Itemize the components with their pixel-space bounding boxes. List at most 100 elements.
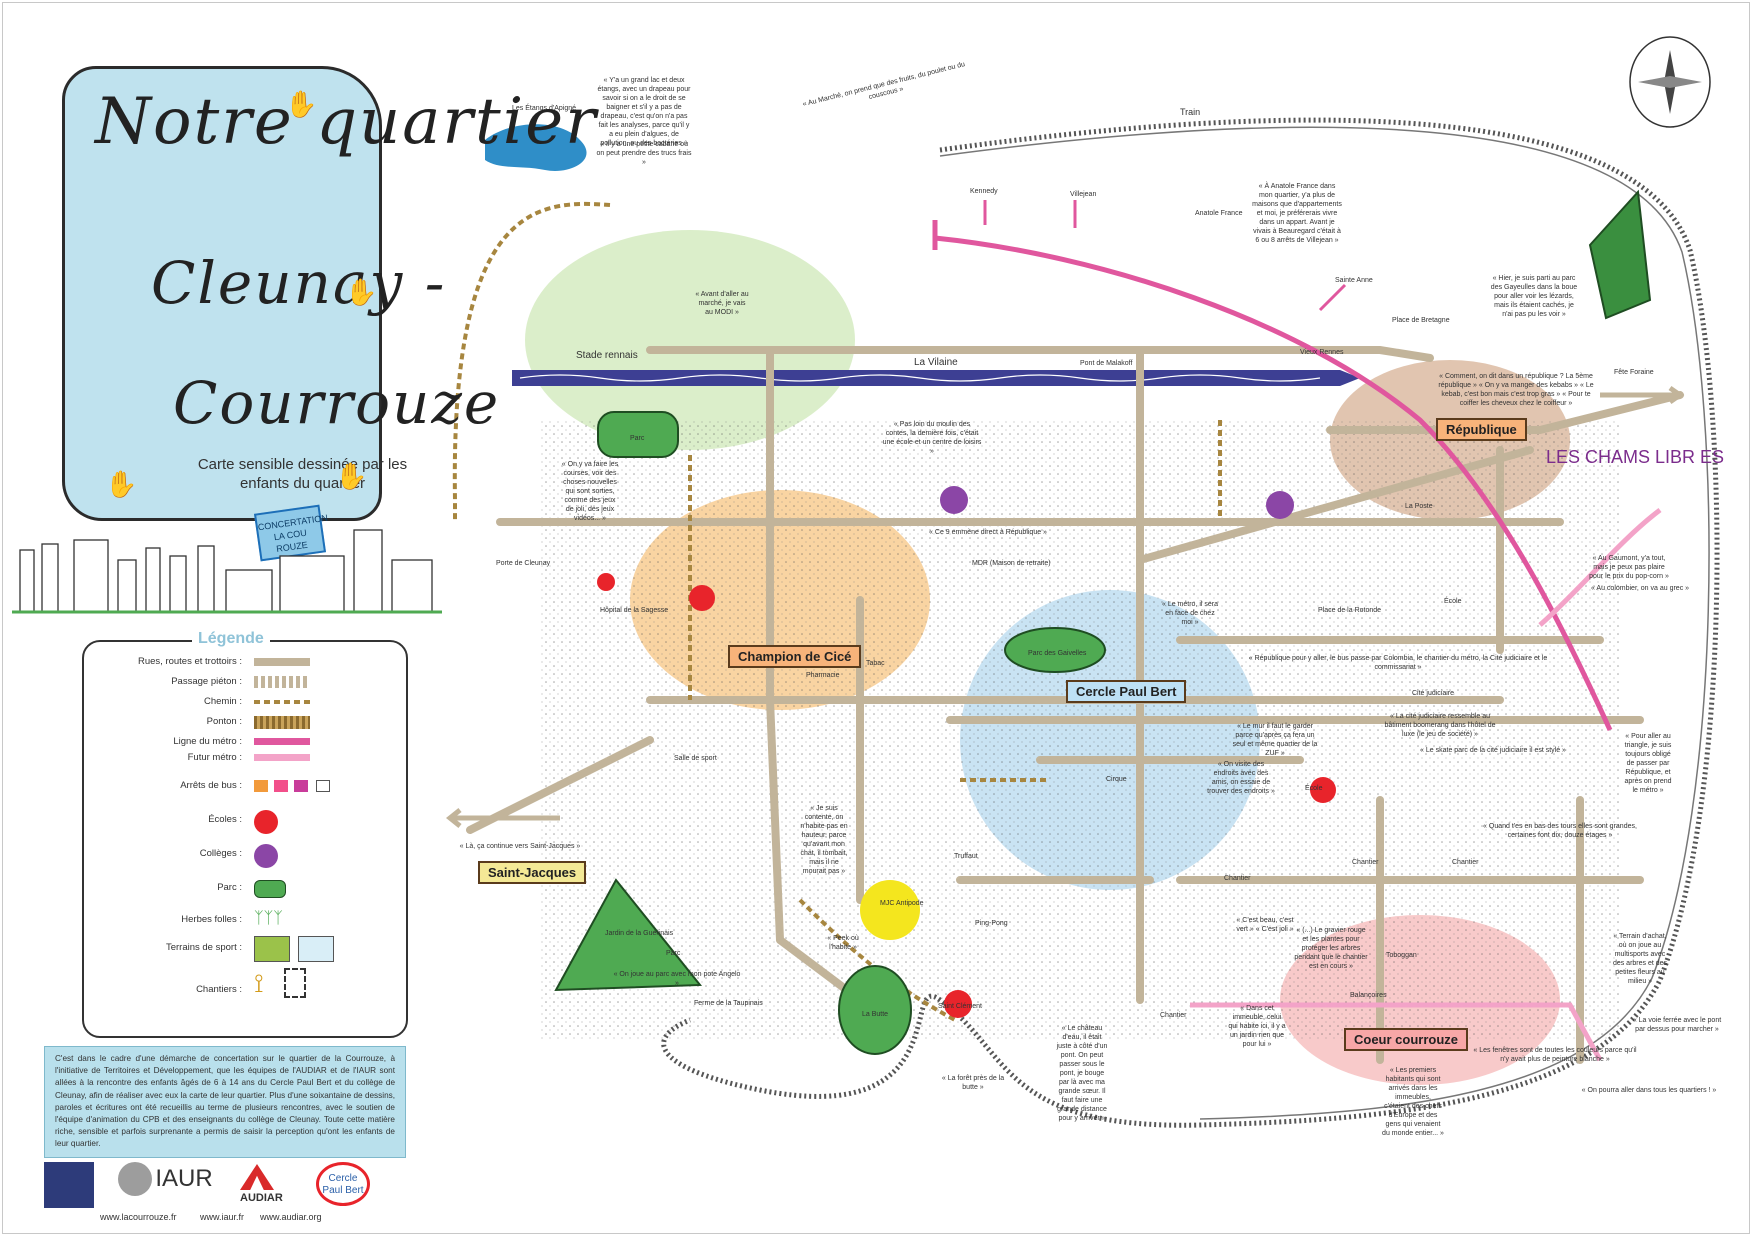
label-toboggan: Toboggan <box>1386 952 1417 959</box>
label-ferme: Ferme de la Taupinais <box>694 1000 763 1007</box>
legend-row-grass: Herbes folles : ᛉᛉᛉ <box>181 910 283 927</box>
school-3 <box>1310 777 1336 803</box>
logo-iaur: IAUR <box>118 1162 213 1196</box>
quote-moulin: « Pas loin du moulin des contes, la dern… <box>882 421 982 455</box>
quote-tous: « On pourra aller dans tous les quartier… <box>1581 1087 1717 1094</box>
sign-republique: République <box>1436 418 1527 441</box>
legend-row-park: Parc : <box>84 880 410 902</box>
school-1 <box>689 585 715 611</box>
label-balancoires: Balançoires <box>1350 992 1387 999</box>
legend-row-works: Chantiers : ⟟ <box>84 968 410 1004</box>
river-vilaine <box>512 370 1360 386</box>
title-line-2: Cleunay - <box>151 249 447 317</box>
swatch-school <box>254 810 278 834</box>
label-train: Train <box>1180 107 1200 117</box>
partner-logos: IAUR AUDIAR Cercle Paul Bert www.lacourr… <box>44 1162 406 1224</box>
legend-row-bus: Arrêts de bus : <box>84 780 410 800</box>
exit-arrow-east <box>1600 385 1685 405</box>
label-salle-sport: Salle de sport <box>674 755 717 762</box>
swatch-crossing <box>254 676 310 688</box>
quote-parc-guerinais: « On joue au parc avec mon pote Angelo » <box>613 971 741 987</box>
quote-vallee: « Avant d'aller au marché, je vais au MO… <box>695 291 749 316</box>
metro-line-arrow-3 <box>1318 283 1347 312</box>
mjc-antipode <box>860 880 920 940</box>
url-audiar[interactable]: www.audiar.org <box>260 1212 322 1222</box>
label-ping-pong: Ping-Pong <box>975 920 1008 927</box>
label-cirque: Cirque <box>1106 776 1127 783</box>
quote-butte: « La forêt près de la butte » <box>941 1075 1005 1091</box>
quote-anatole: « À Anatole France dans mon quartier, y'… <box>1252 183 1342 244</box>
college-2 <box>1266 491 1294 519</box>
quote-chateau: « Le château d'eau, il était juste à côt… <box>1056 1025 1108 1122</box>
label-place-bretagne: Place de Bretagne <box>1392 317 1450 324</box>
quote-cite: « La cité judiciaire ressemble au bâtime… <box>1384 713 1496 738</box>
quote-saint-jacques: « Là, ça continue vers Saint-Jacques » <box>459 843 581 850</box>
swatch-path <box>254 700 310 704</box>
handprint-icon: ✋ <box>285 89 318 119</box>
label-pharmacie: Pharmacie <box>806 672 840 679</box>
label-mjc: MJC Antipode <box>880 900 924 907</box>
label-tabac: Tabac <box>866 660 885 667</box>
title-line-1: Notre quartier <box>95 85 598 159</box>
legend-row-college: Collèges : <box>84 844 410 868</box>
handprint-icon: ✋ <box>105 469 138 499</box>
quote-metro: « Le métro, il sera en face de chez moi … <box>1161 601 1219 626</box>
logo-cercle-paul-bert: Cercle Paul Bert <box>316 1162 370 1206</box>
quote-courtes: « On y va faire les courses, voir des ch… <box>561 461 619 522</box>
quote-beaux: « C'est beau, c'est vert » « C'est joli … <box>1236 917 1294 933</box>
label-kennedy: Kennedy <box>970 188 998 195</box>
swatch-college <box>254 844 278 868</box>
sign-coeur: Coeur courrouze <box>1344 1028 1469 1051</box>
label-jardin: Jardin de la Guérinais <box>605 930 674 937</box>
label-porte-cleunay: Porte de Cleunay <box>496 560 551 567</box>
railway-loop-inner <box>939 126 1710 1120</box>
label-anatole-france: Anatole France <box>1195 210 1243 217</box>
quote-peek: « Peek où l'habite » <box>827 935 859 951</box>
logo-audiar: AUDIAR <box>240 1164 283 1204</box>
title-line-3: Courrouze <box>173 369 501 437</box>
college-1 <box>940 486 968 514</box>
quote-cabane: « Il y a une petite cabane où on peut pr… <box>596 141 692 166</box>
quote-triangle: « Pour aller au triangle, je suis toujou… <box>1624 733 1672 794</box>
label-pont-malakoff: Pont de Malakoff <box>1080 360 1132 367</box>
label-mdr: MDR (Maison de retraite) <box>972 560 1051 567</box>
handprint-icon: ✋ <box>345 277 378 307</box>
swatch-metro <box>254 738 310 745</box>
info-text: C'est dans le cadre d'une démarche de co… <box>44 1046 406 1158</box>
label-parc-gaivelles: Parc des Gaivelles <box>1028 650 1087 657</box>
label-ecole-2: École <box>1444 596 1462 605</box>
future-metro-line-south <box>1190 1002 1603 1062</box>
grass-icon: ᛉᛉᛉ <box>254 910 283 927</box>
legend-row-road: Rues, routes et trottoirs : <box>84 656 410 676</box>
label-chantier-3: Chantier <box>1160 1012 1187 1019</box>
swatch-park <box>254 880 286 898</box>
quote-republique: « Comment, on dit dans un république ? L… <box>1438 373 1594 407</box>
quote-ecureuils: « Les premiers habitants qui sont arrivé… <box>1382 1067 1444 1137</box>
swatch-road <box>254 658 310 666</box>
park-guerinais <box>554 878 703 992</box>
quote-mur: « Le mur il faut le garder parce qu'aprè… <box>1232 723 1318 757</box>
legend-row-future-metro: Futur métro : <box>84 752 410 772</box>
quote-c4: « Ce 9 emmène direct à République » <box>929 529 1047 536</box>
label-etangs: Les Étangs d'Apigné <box>512 103 576 112</box>
sign-saint-jacques: Saint-Jacques <box>478 861 587 884</box>
label-la-butte: La Butte <box>862 1011 888 1018</box>
url-lacourrouze[interactable]: www.lacourrouze.fr <box>100 1212 177 1222</box>
url-iaur[interactable]: www.iaur.fr <box>200 1212 245 1222</box>
label-vilaine: La Vilaine <box>914 357 958 368</box>
park-stadium <box>597 411 679 458</box>
label-parc-stadium: Parc <box>630 435 645 442</box>
label-place-rotonde: Place de la Rotonde <box>1318 607 1381 614</box>
label-la-poste: La Poste <box>1405 503 1433 510</box>
quote-skate: « Le skate parc de la cité judiciaire il… <box>1420 747 1566 754</box>
quote-dessin: « Dans cet immeuble, celui qui habite ic… <box>1228 1005 1286 1048</box>
label-ecole-1: École <box>1305 783 1323 792</box>
quote-gayeulles: « Hier, je suis parti au parc des Gayeul… <box>1490 275 1578 318</box>
legend-row-school: Écoles : <box>84 810 410 834</box>
park-la-butte <box>838 965 912 1055</box>
quote-gaumont: « Au Gaumont, y'a tout, mais je peux pas… <box>1589 555 1669 580</box>
label-chantier-4: Chantier <box>1224 875 1251 882</box>
park-gaivelles <box>1004 627 1106 673</box>
